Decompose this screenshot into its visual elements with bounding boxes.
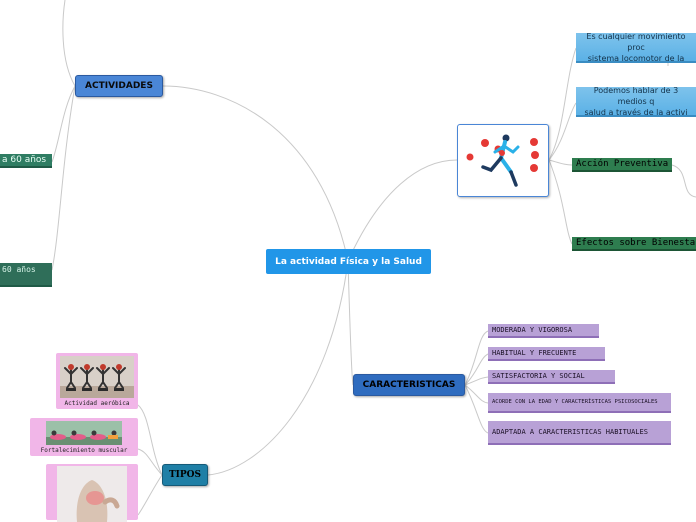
back-pain-photo: [57, 466, 127, 522]
caracteristica-item-2[interactable]: HABITUAL Y FRECUENTE: [488, 347, 605, 361]
accion-preventiva-node[interactable]: Acción Preventiva: [572, 158, 672, 172]
flexibilidad-card[interactable]: [46, 464, 138, 522]
actividades-item-2[interactable]: 60 años: [0, 263, 52, 287]
actividades-item-1[interactable]: a 60 años: [0, 154, 52, 168]
medios-line-2: salud a través de la activi: [584, 107, 688, 117]
definition-card[interactable]: Es cualquier movimiento proc sistema loc…: [576, 33, 696, 63]
medios-card[interactable]: Podemos hablar de 3 medios q salud a tra…: [576, 87, 696, 117]
topic-actividades[interactable]: ACTIVIDADES: [75, 75, 163, 97]
topic-caracteristicas[interactable]: CARACTERISTICAS: [353, 374, 465, 396]
caracteristica-item-1[interactable]: MODERADA Y VIGOROSA: [488, 324, 599, 338]
efectos-bienestar-node[interactable]: Efectos sobre Bienesta: [572, 237, 696, 251]
caracteristica-item-5[interactable]: ADAPTADA A CARACTERISTICAS HABITUALES: [488, 421, 671, 445]
caracteristica-item-3[interactable]: SATISFACTORIA Y SOCIAL: [488, 370, 615, 384]
medios-card-text: Podemos hablar de 3 medios q salud a tra…: [580, 87, 692, 117]
aerobica-caption: Actividad aeróbica: [64, 400, 130, 407]
definition-line-1: Es cualquier movimiento proc: [586, 33, 686, 52]
aerobics-class-photo: [60, 356, 134, 398]
actividad-aerobica-card[interactable]: Actividad aeróbica: [56, 353, 138, 409]
topic-tipos[interactable]: TIPOS: [162, 464, 208, 486]
medios-line-1: Podemos hablar de 3 medios q: [593, 87, 679, 106]
central-topic[interactable]: La actividad Física y la Salud: [266, 249, 431, 274]
fitness-group-photo: [46, 421, 122, 445]
fortalecimiento-caption: Fortalecimiento muscular: [40, 447, 128, 454]
definition-line-2: sistema locomotor de la: [587, 53, 685, 63]
fortalecimiento-card[interactable]: Fortalecimiento muscular: [30, 418, 138, 456]
definition-card-text: Es cualquier movimiento proc sistema loc…: [580, 33, 692, 63]
runner-image-node[interactable]: [457, 124, 549, 197]
caracteristica-item-4[interactable]: ACORDE CON LA EDAD Y CARACTERÍSTICAS PSI…: [488, 393, 671, 413]
runner-illustration: [466, 134, 539, 187]
